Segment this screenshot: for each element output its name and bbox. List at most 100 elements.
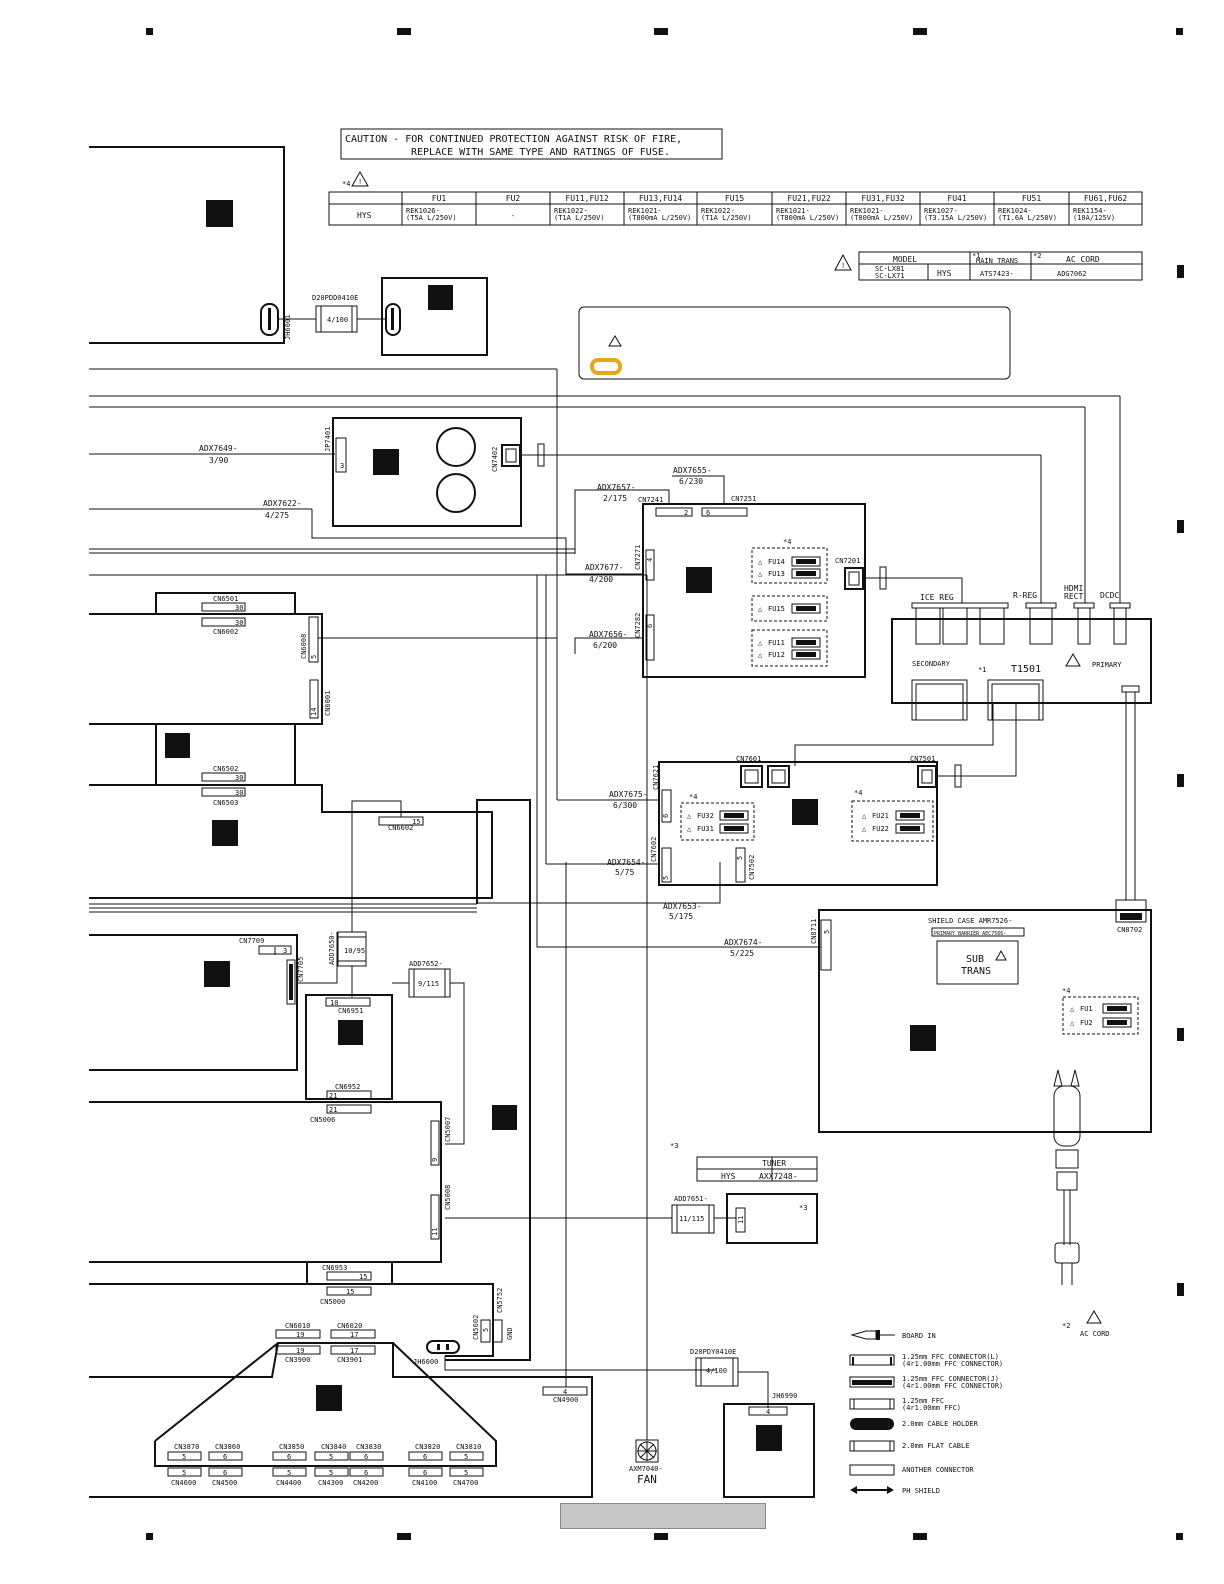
cn4400-label: CN4400 bbox=[276, 1479, 301, 1487]
fuse-col-header: FU11,FU12 bbox=[565, 194, 609, 203]
cn4200-label: CN4200 bbox=[353, 1479, 378, 1487]
fuse-group-note: *4 bbox=[854, 789, 862, 797]
cn4200-pin: 6 bbox=[364, 1469, 368, 1477]
tuner-table: *3 TUNER HYS AXX7248- bbox=[670, 1142, 818, 1182]
fu2-label: FU2 bbox=[1080, 1019, 1093, 1027]
add7650-pins: 10/95 bbox=[344, 947, 365, 955]
cn7709-label: CN7709 bbox=[239, 937, 264, 945]
another-connector-icon bbox=[849, 1464, 895, 1476]
adx7649-pins: 3/90 bbox=[209, 456, 228, 465]
adx7675-pins: 6/300 bbox=[613, 801, 637, 810]
fuse-col-header: FU13,FU14 bbox=[639, 194, 683, 203]
cn6020-pin: 17 bbox=[350, 1331, 358, 1339]
cn3850-connector bbox=[272, 1451, 307, 1461]
fuse-rating: (T3.15A L/250V) bbox=[924, 214, 987, 222]
fuse-col-header: FU61,FU62 bbox=[1084, 194, 1128, 203]
secondary-label: SECONDARY bbox=[912, 660, 951, 668]
fuse-col-header: FU51 bbox=[1022, 194, 1041, 203]
warning-triangle-icon: △ bbox=[862, 825, 867, 833]
cn3810-pin: 5 bbox=[464, 1453, 468, 1461]
cn6503-pin: 30 bbox=[235, 789, 243, 797]
add7652-label: ADD7652- bbox=[409, 960, 443, 968]
fuse-rating: (T1A L/250V) bbox=[701, 214, 752, 222]
cn3850-pin: 6 bbox=[287, 1453, 291, 1461]
warning-triangle-icon: △ bbox=[758, 651, 763, 659]
model-1: SC-LX81 bbox=[875, 265, 905, 273]
adx7657-pins: 2/175 bbox=[603, 494, 627, 503]
tuner-region: HYS bbox=[721, 1172, 736, 1181]
cn3830-label: CN3830 bbox=[356, 1443, 381, 1451]
fuse-rating: (T1.6A L/250V) bbox=[998, 214, 1057, 222]
caution-line-1: CAUTION - FOR CONTINUED PROTECTION AGAIN… bbox=[345, 134, 682, 145]
ffc-icon bbox=[849, 1398, 895, 1410]
cn4300-connector bbox=[314, 1467, 349, 1477]
cn4300-label: CN4300 bbox=[318, 1479, 343, 1487]
warning-triangle-icon: △ bbox=[758, 605, 763, 613]
add7650-label: ADD7650- bbox=[328, 931, 336, 965]
legend-ffc: 1.25mm FFC bbox=[902, 1397, 944, 1405]
model-table: ! MODEL *1 MAIN TRANS *2 AC CORD SC-LX81… bbox=[834, 251, 1143, 281]
cn3820-label: CN3820 bbox=[415, 1443, 440, 1451]
adx7656-label: ADX7656- bbox=[589, 630, 628, 639]
board-fuse-lower: CN7601 CN7501 6 CN7621 ADX7675- 6/300 *4… bbox=[477, 704, 1017, 921]
fuse-group-note: *4 bbox=[689, 793, 697, 801]
warning-triangle-icon bbox=[608, 335, 622, 347]
legend-board-in: BOARD IN bbox=[902, 1332, 936, 1340]
trans-note-1: *1 bbox=[978, 666, 986, 674]
cn6502-label: CN6502 bbox=[213, 765, 238, 773]
fu1-label: FU1 bbox=[1080, 1005, 1093, 1013]
cn7251-label: CN7251 bbox=[731, 495, 756, 503]
fuse-rating: (T800mA L/250V) bbox=[850, 214, 913, 222]
svg-text:!: ! bbox=[358, 178, 362, 186]
cn7502-pin: 5 bbox=[736, 856, 744, 860]
adx7655-label: ADX7655- bbox=[673, 466, 712, 475]
main-transformer: ICE REG R-REG HDMI RECT DCDC SECONDARY *… bbox=[891, 584, 1152, 900]
cn6010-pin: 19 bbox=[296, 1331, 304, 1339]
adx7622-label: ADX7622- bbox=[263, 499, 302, 508]
legend-cable-holder: 2.0mm CABLE HOLDER bbox=[902, 1420, 979, 1428]
warning-triangle-icon: △ bbox=[687, 825, 692, 833]
cn7282-label: CN7282 bbox=[634, 613, 642, 638]
d20pdy-label: D20PDY0410E bbox=[690, 1348, 736, 1356]
tuner-module: 11 *3 bbox=[726, 1193, 818, 1244]
board-center-vertical bbox=[445, 799, 531, 1361]
cord-header: AC CORD bbox=[1066, 255, 1100, 264]
fu12-label: FU12 bbox=[768, 651, 785, 659]
cn5007-label: CN5007 bbox=[444, 1117, 452, 1142]
fu22-label: FU22 bbox=[872, 825, 889, 833]
jh6990-pin: 4 bbox=[766, 1408, 770, 1416]
fuse-rating: (T800mA L/250V) bbox=[628, 214, 691, 222]
board-cn6951: 10 CN6951 CN6952 21 bbox=[305, 994, 393, 1100]
cn8702-label: CN8702 bbox=[1117, 926, 1142, 934]
cn4500-pin: 6 bbox=[223, 1469, 227, 1477]
ffc-connector-j-icon bbox=[849, 1376, 895, 1388]
cn3850-label: CN3850 bbox=[279, 1443, 304, 1451]
cn6008-label: CN6008 bbox=[300, 634, 308, 659]
board-small-top bbox=[381, 277, 488, 356]
trans-part: ATS7423- bbox=[980, 270, 1014, 278]
jh6001-label: JH6001 bbox=[284, 315, 292, 340]
fan-icon bbox=[635, 1439, 659, 1463]
cn4900-label: CN4900 bbox=[553, 1396, 578, 1404]
gnd-label: GND bbox=[506, 1327, 514, 1340]
dcdc-label: DCDC bbox=[1100, 591, 1119, 600]
fuse-group-note: *4 bbox=[783, 538, 791, 546]
cn3901-label: CN3901 bbox=[337, 1356, 362, 1364]
adx7657-label: ADX7657- bbox=[597, 483, 636, 492]
warning-triangle-icon: ! bbox=[351, 170, 369, 187]
cn5006-pin: 21 bbox=[329, 1106, 337, 1114]
cn4200-connector bbox=[349, 1467, 384, 1477]
adx7674-pins: 5/225 bbox=[730, 949, 754, 958]
cn6020-label: CN6020 bbox=[337, 1322, 362, 1330]
fuse-rating: (T1A L/250V) bbox=[554, 214, 605, 222]
d20pdd-label: D20PDD0410E bbox=[312, 294, 358, 302]
fan-part-label: AXM7040- bbox=[629, 1465, 663, 1473]
cn4700-connector bbox=[449, 1467, 484, 1477]
ac-cord-label: AC CORD bbox=[1080, 1330, 1110, 1338]
fu13-label: FU13 bbox=[768, 570, 785, 578]
cn5602-pin: 5 bbox=[482, 1328, 490, 1332]
model-region: HYS bbox=[937, 269, 952, 278]
fuse-part-number: REK1021- bbox=[628, 207, 662, 215]
r-reg-label: R-REG bbox=[1013, 591, 1037, 600]
